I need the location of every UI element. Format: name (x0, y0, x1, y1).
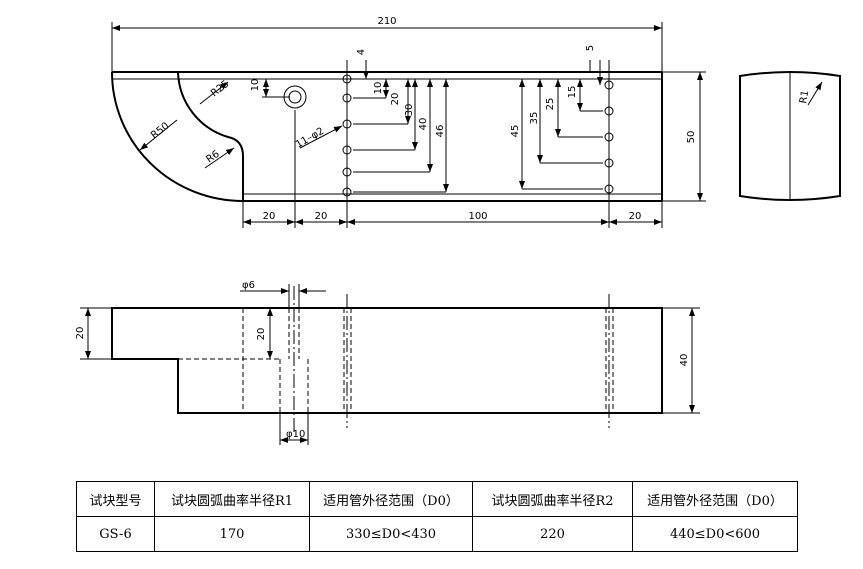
table-cell: 440≤D0<600 (632, 516, 798, 552)
dim-mid-20: 20 (256, 328, 267, 341)
table-row: GS-6 170 330≤D0<430 220 440≤D0<600 (76, 516, 798, 552)
dim-bottom-20c: 20 (629, 211, 642, 222)
dim-5: 5 (585, 45, 596, 51)
dim-10a: 10 (250, 79, 261, 92)
top-view: 210 4 10 20 30 40 46 10 R25 R50 R6 11–φ2 (111, 16, 706, 228)
label-r25: R25 (209, 79, 231, 100)
technical-drawing: 210 4 10 20 30 40 46 10 R25 R50 R6 11–φ2 (75, 16, 841, 445)
dim-height-50: 50 (686, 131, 697, 144)
header-cell: 试块圆弧曲率半径R2 (472, 481, 633, 517)
dim-45: 45 (510, 125, 521, 138)
table-cell: 170 (154, 516, 310, 552)
dim-40: 40 (418, 118, 429, 131)
header-cell: 适用管外径范围（D0） (632, 481, 798, 517)
spec-table: 试块型号 试块圆弧曲率半径R1 适用管外径范围（D0） 试块圆弧曲率半径R2 适… (76, 481, 798, 552)
header-cell: 适用管外径范围（D0） (309, 481, 473, 517)
table-cell: 330≤D0<430 (309, 516, 473, 552)
header-cell: 试块圆弧曲率半径R1 (154, 481, 310, 517)
table-header-row: 试块型号 试块圆弧曲率半径R1 适用管外径范围（D0） 试块圆弧曲率半径R2 适… (76, 481, 798, 517)
header-cell: 试块型号 (76, 481, 155, 517)
dim-bottom-100: 100 (468, 211, 487, 222)
dim-side-40: 40 (679, 354, 690, 367)
dim-46: 46 (435, 125, 446, 138)
dim-15: 15 (567, 86, 578, 99)
dim-bottom-20a: 20 (263, 211, 276, 222)
table-cell: 220 (472, 516, 633, 552)
end-view: R1 (739, 71, 841, 201)
dim-25: 25 (545, 98, 556, 111)
label-r50: R50 (149, 121, 171, 142)
dim-35: 35 (529, 112, 540, 125)
label-holes: 11–φ2 (294, 126, 326, 151)
dim-side-20: 20 (75, 327, 86, 340)
dim-30: 30 (404, 104, 415, 117)
label-phi6: φ6 (242, 280, 255, 291)
table-cell: GS-6 (76, 516, 155, 552)
front-view: φ6 20 20 40 φ10 (75, 280, 700, 445)
dim-10b: 10 (373, 82, 384, 95)
label-r1: R1 (798, 90, 811, 105)
dim-4: 4 (356, 49, 367, 55)
dim-overall-length: 210 (377, 16, 396, 27)
dim-bottom-20b: 20 (315, 211, 328, 222)
dim-20: 20 (390, 93, 401, 106)
label-phi10: φ10 (286, 429, 305, 440)
label-r6: R6 (204, 149, 221, 166)
